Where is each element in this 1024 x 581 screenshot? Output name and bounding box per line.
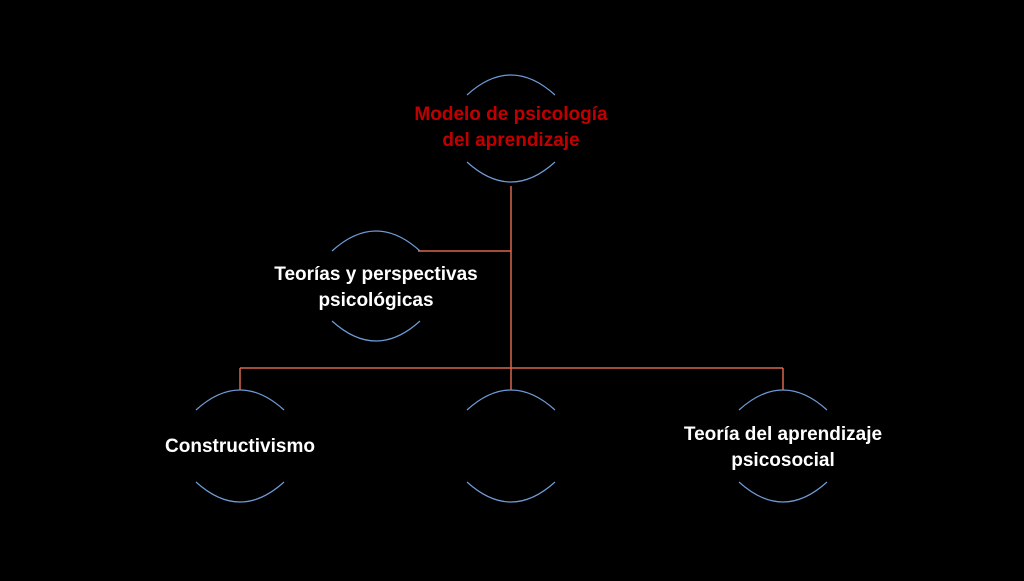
child-middle-node-top-arc: [466, 389, 556, 411]
child-left-node-label[interactable]: Constructivismo: [165, 436, 315, 457]
assistant-node-bottom-arc: [331, 320, 421, 342]
root-node-top-arc: [466, 74, 556, 96]
child-left-node-top-arc: [195, 389, 285, 411]
root-node-bottom-arc: [466, 161, 556, 183]
assistant-node-top-arc: [331, 230, 421, 252]
child-middle-node-bottom-arc: [466, 481, 556, 503]
child-right-node-label[interactable]: Teoría del aprendizaje psicosocial: [683, 424, 883, 471]
child-right-node-top-arc: [738, 389, 828, 411]
child-left-node-bottom-arc: [195, 481, 285, 503]
assistant-node-label[interactable]: Teorías y perspectivas psicológicas: [274, 264, 478, 311]
root-node-label[interactable]: Modelo de psicología del aprendizaje: [414, 104, 608, 151]
child-right-node-bottom-arc: [738, 481, 828, 503]
